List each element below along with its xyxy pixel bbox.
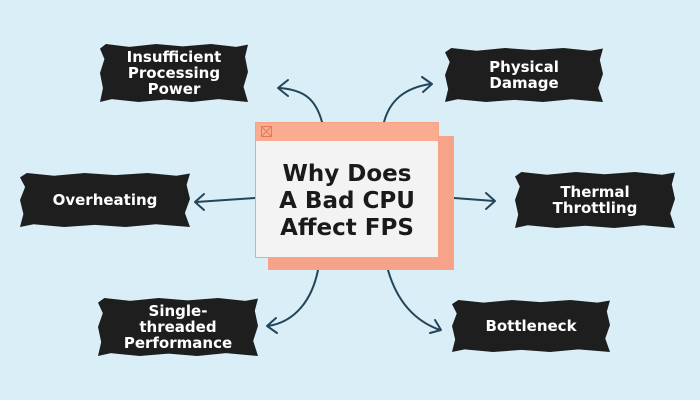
reason-insufficient-power: Insufficient Processing Power [100,44,248,102]
reason-single-threaded-text: Single- threaded Performance [123,302,233,352]
reason-thermal-throttling-text: Thermal Throttling [552,183,638,217]
close-icon [261,126,272,137]
arrow-single-threaded-head [266,317,278,334]
reason-physical-damage: Physical Damage [445,48,603,102]
reason-overheating: Overheating [20,173,190,227]
arrow-single-threaded [267,269,319,327]
arrow-insufficient-power-head [277,79,289,97]
arrow-bottleneck-head [429,319,442,334]
reason-overheating-text: Overheating [52,191,158,209]
center-window: Why Does A Bad CPU Affect FPS [255,122,439,258]
arrow-insufficient-power [279,87,323,123]
arrow-thermal-throttling [453,197,495,202]
arrow-bottleneck [387,269,441,331]
reason-insufficient-power-text: Insufficient Processing Power [126,48,222,98]
arrow-overheating-head [194,193,205,211]
center-title: Why Does A Bad CPU Affect FPS [279,160,415,241]
reason-physical-damage-text: Physical Damage [489,58,559,92]
window-title-bar [256,123,438,141]
reason-thermal-throttling: Thermal Throttling [515,172,675,228]
reason-bottleneck: Bottleneck [452,300,610,352]
arrow-physical-damage-head [421,76,433,93]
arrow-physical-damage [383,83,431,123]
reason-single-threaded: Single- threaded Performance [98,298,258,356]
arrow-thermal-throttling-head [485,192,496,210]
arrow-overheating [195,197,256,203]
reason-bottleneck-text: Bottleneck [485,317,577,335]
